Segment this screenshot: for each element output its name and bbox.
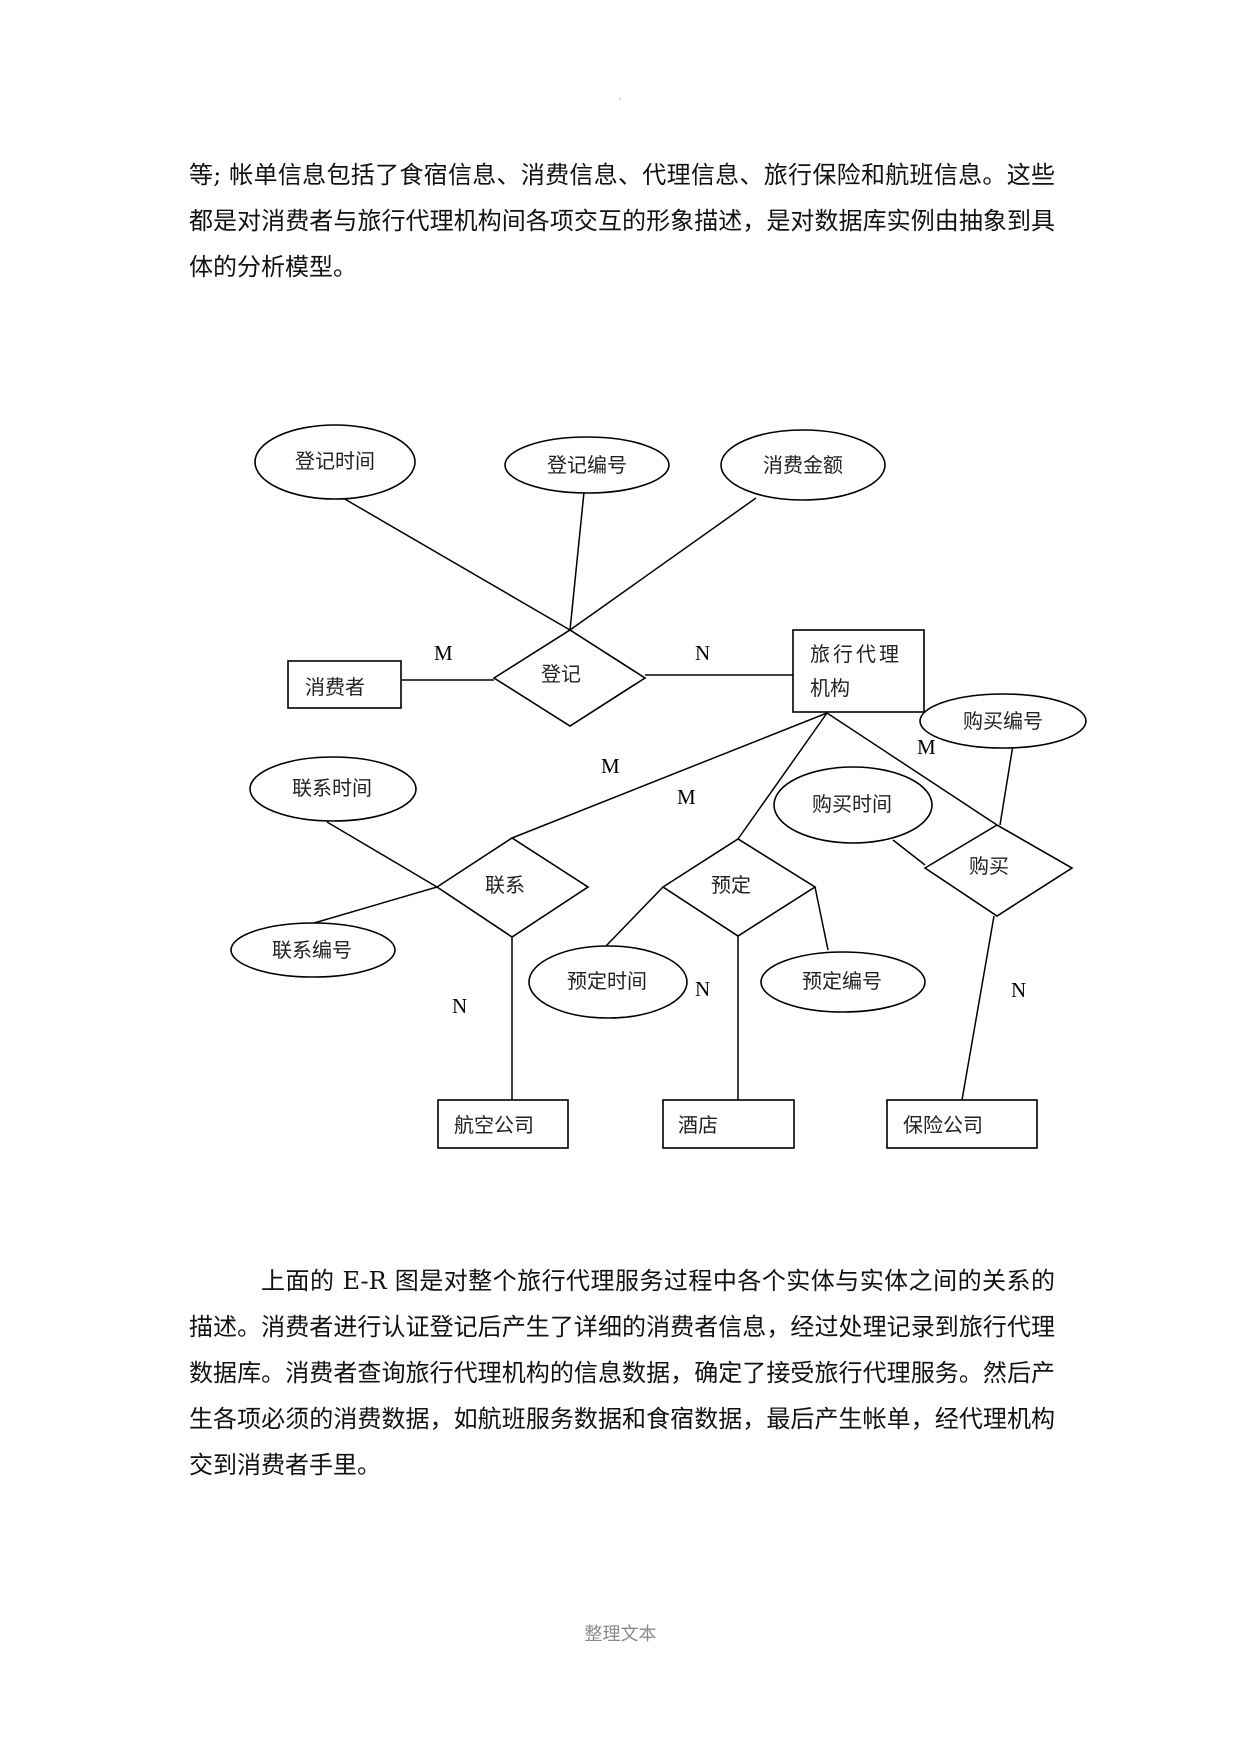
svg-text:旅行代理: 旅行代理 bbox=[810, 642, 902, 666]
entity-hotel: 酒店 bbox=[662, 1099, 795, 1149]
svg-text:消费金额: 消费金额 bbox=[763, 453, 843, 477]
card-reserve-agency: M bbox=[677, 785, 696, 809]
svg-text:预定: 预定 bbox=[711, 873, 751, 897]
attribute-purchase-time: 购买时间 bbox=[773, 766, 933, 844]
header-mark: . bbox=[618, 92, 622, 103]
line-register-no bbox=[569, 491, 585, 631]
card-purchase-insurance: N bbox=[1011, 978, 1026, 1002]
relationship-purchase: 购买 bbox=[923, 824, 1074, 917]
svg-text:登记编号: 登记编号 bbox=[547, 453, 627, 477]
svg-text:购买编号: 购买编号 bbox=[963, 709, 1043, 733]
line-register-time bbox=[342, 497, 571, 631]
footer-text: 整理文本 bbox=[584, 1624, 657, 1645]
svg-text:联系时间: 联系时间 bbox=[292, 776, 372, 800]
svg-text:酒店: 酒店 bbox=[678, 1113, 718, 1137]
connector-lines bbox=[296, 491, 1014, 1101]
paragraph-top: 等; 帐单信息包括了食宿信息、消费信息、代理信息、旅行保险和航班信息。这些都是对… bbox=[189, 161, 1055, 281]
relationship-register: 登记 bbox=[492, 629, 647, 727]
svg-text:登记: 登记 bbox=[541, 662, 581, 686]
entity-agency: 旅行代理 机构 bbox=[792, 629, 925, 713]
svg-text:购买时间: 购买时间 bbox=[812, 792, 892, 816]
attribute-reserve-no: 预定编号 bbox=[760, 951, 926, 1013]
card-contact-agency: M bbox=[601, 754, 620, 778]
line-purchase-no bbox=[999, 744, 1014, 826]
card-register-agency: N bbox=[695, 641, 710, 665]
svg-text:登记时间: 登记时间 bbox=[295, 449, 375, 473]
line-contact-time bbox=[326, 821, 438, 888]
attribute-purchase-no: 购买编号 bbox=[919, 693, 1087, 749]
relationship-reserve: 预定 bbox=[661, 838, 817, 937]
line-purchase-insurance bbox=[961, 915, 995, 1101]
attribute-reserve-time: 预定时间 bbox=[528, 945, 688, 1019]
entity-consumer: 消费者 bbox=[287, 660, 402, 709]
svg-text:联系: 联系 bbox=[485, 873, 525, 897]
svg-text:联系编号: 联系编号 bbox=[272, 938, 352, 962]
card-contact-airline: N bbox=[452, 994, 467, 1018]
svg-text:保险公司: 保险公司 bbox=[903, 1113, 983, 1137]
cardinality-labels: M N M M M N N N bbox=[434, 641, 1026, 1018]
svg-text:预定编号: 预定编号 bbox=[802, 969, 882, 993]
line-reserve-time bbox=[605, 886, 664, 947]
attribute-contact-time: 联系时间 bbox=[249, 756, 417, 822]
svg-text:预定时间: 预定时间 bbox=[567, 969, 647, 993]
svg-text:购买: 购买 bbox=[969, 854, 1009, 878]
attribute-contact-no: 联系编号 bbox=[230, 922, 396, 978]
entity-insurance: 保险公司 bbox=[886, 1099, 1038, 1149]
entity-airline: 航空公司 bbox=[437, 1099, 569, 1149]
svg-text:航空公司: 航空公司 bbox=[454, 1113, 534, 1137]
relationship-contact: 联系 bbox=[435, 837, 590, 938]
line-spend-amount bbox=[569, 497, 757, 631]
line-contact-no bbox=[296, 886, 438, 929]
attribute-register-no: 登记编号 bbox=[504, 436, 670, 494]
paragraph-bottom: 上面的 E-R 图是对整个旅行代理服务过程中各个实体与实体之间的关系的描述。消费… bbox=[189, 1267, 1055, 1479]
attribute-register-time: 登记时间 bbox=[254, 424, 416, 500]
line-agency-reserve bbox=[737, 712, 828, 840]
line-agency-contact bbox=[511, 712, 828, 839]
line-reserve-no bbox=[814, 886, 829, 951]
svg-text:消费者: 消费者 bbox=[305, 675, 365, 699]
card-reserve-hotel: N bbox=[695, 977, 710, 1001]
svg-text:机构: 机构 bbox=[810, 676, 850, 700]
line-purchase-time bbox=[892, 839, 926, 866]
card-register-consumer: M bbox=[434, 641, 453, 665]
attribute-spend-amount: 消费金额 bbox=[720, 429, 886, 501]
card-purchase-agency: M bbox=[917, 735, 936, 759]
line-agency-purchase bbox=[826, 712, 998, 826]
